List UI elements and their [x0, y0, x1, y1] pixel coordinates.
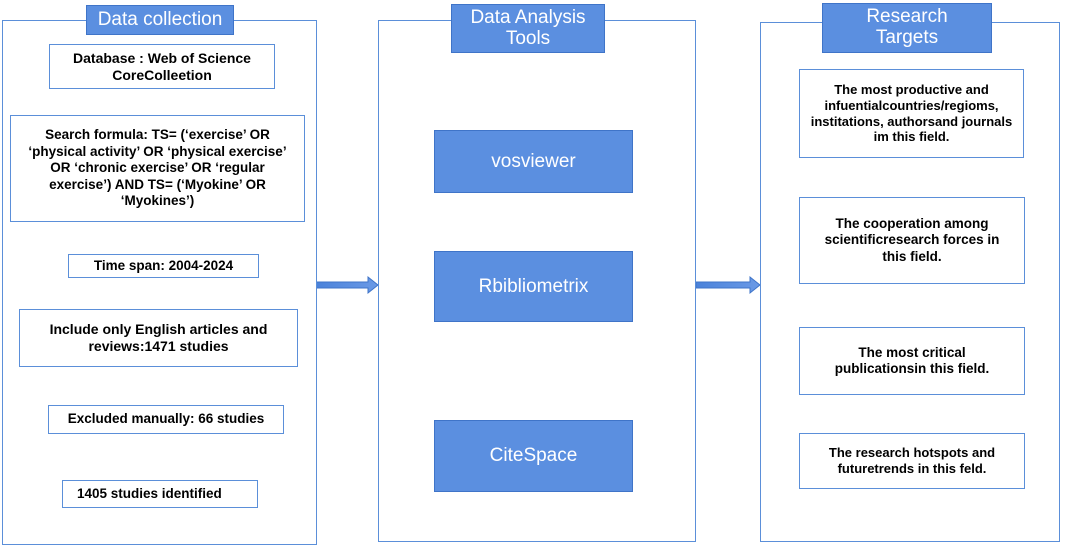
analysis-tools-header: Data Analysis Tools [451, 4, 605, 53]
data-collection-panel [2, 20, 317, 545]
step-database: Database : Web of Science CoreColleetion [49, 44, 275, 89]
target-cooperation: The cooperation among scientificresearch… [799, 197, 1025, 284]
tool-citespace: CiteSpace [434, 420, 633, 492]
research-targets-header: Research Targets [822, 3, 992, 53]
right-arrow-icon [315, 275, 379, 295]
analysis-tools-title: Data Analysis Tools [470, 6, 586, 49]
step-excluded-manually: Excluded manually: 66 studies [48, 405, 284, 434]
step-search-formula: Search formula: TS= (‘exercise’ OR ‘phys… [10, 115, 305, 222]
data-collection-header: Data collection [86, 5, 234, 35]
right-arrow-icon [695, 275, 761, 295]
research-targets-title: Research Targets [866, 6, 948, 48]
step-studies-identified: 1405 studies identified [62, 480, 258, 508]
target-critical-publications: The most critical publicationsin this fi… [799, 327, 1025, 395]
target-research-hotspots: The research hotspots and futuretrends i… [799, 433, 1025, 489]
tool-rbibliometrix: Rbibliometrix [434, 251, 633, 322]
step-time-span: Time span: 2004-2024 [68, 254, 259, 278]
target-productive-countries: The most productive and infuentialcountr… [799, 69, 1024, 158]
data-collection-title: Data collection [97, 8, 223, 30]
tool-vosviewer: vosviewer [434, 130, 633, 193]
step-include-english: Include only English articles and review… [19, 309, 298, 367]
right-arrows [315, 275, 761, 295]
